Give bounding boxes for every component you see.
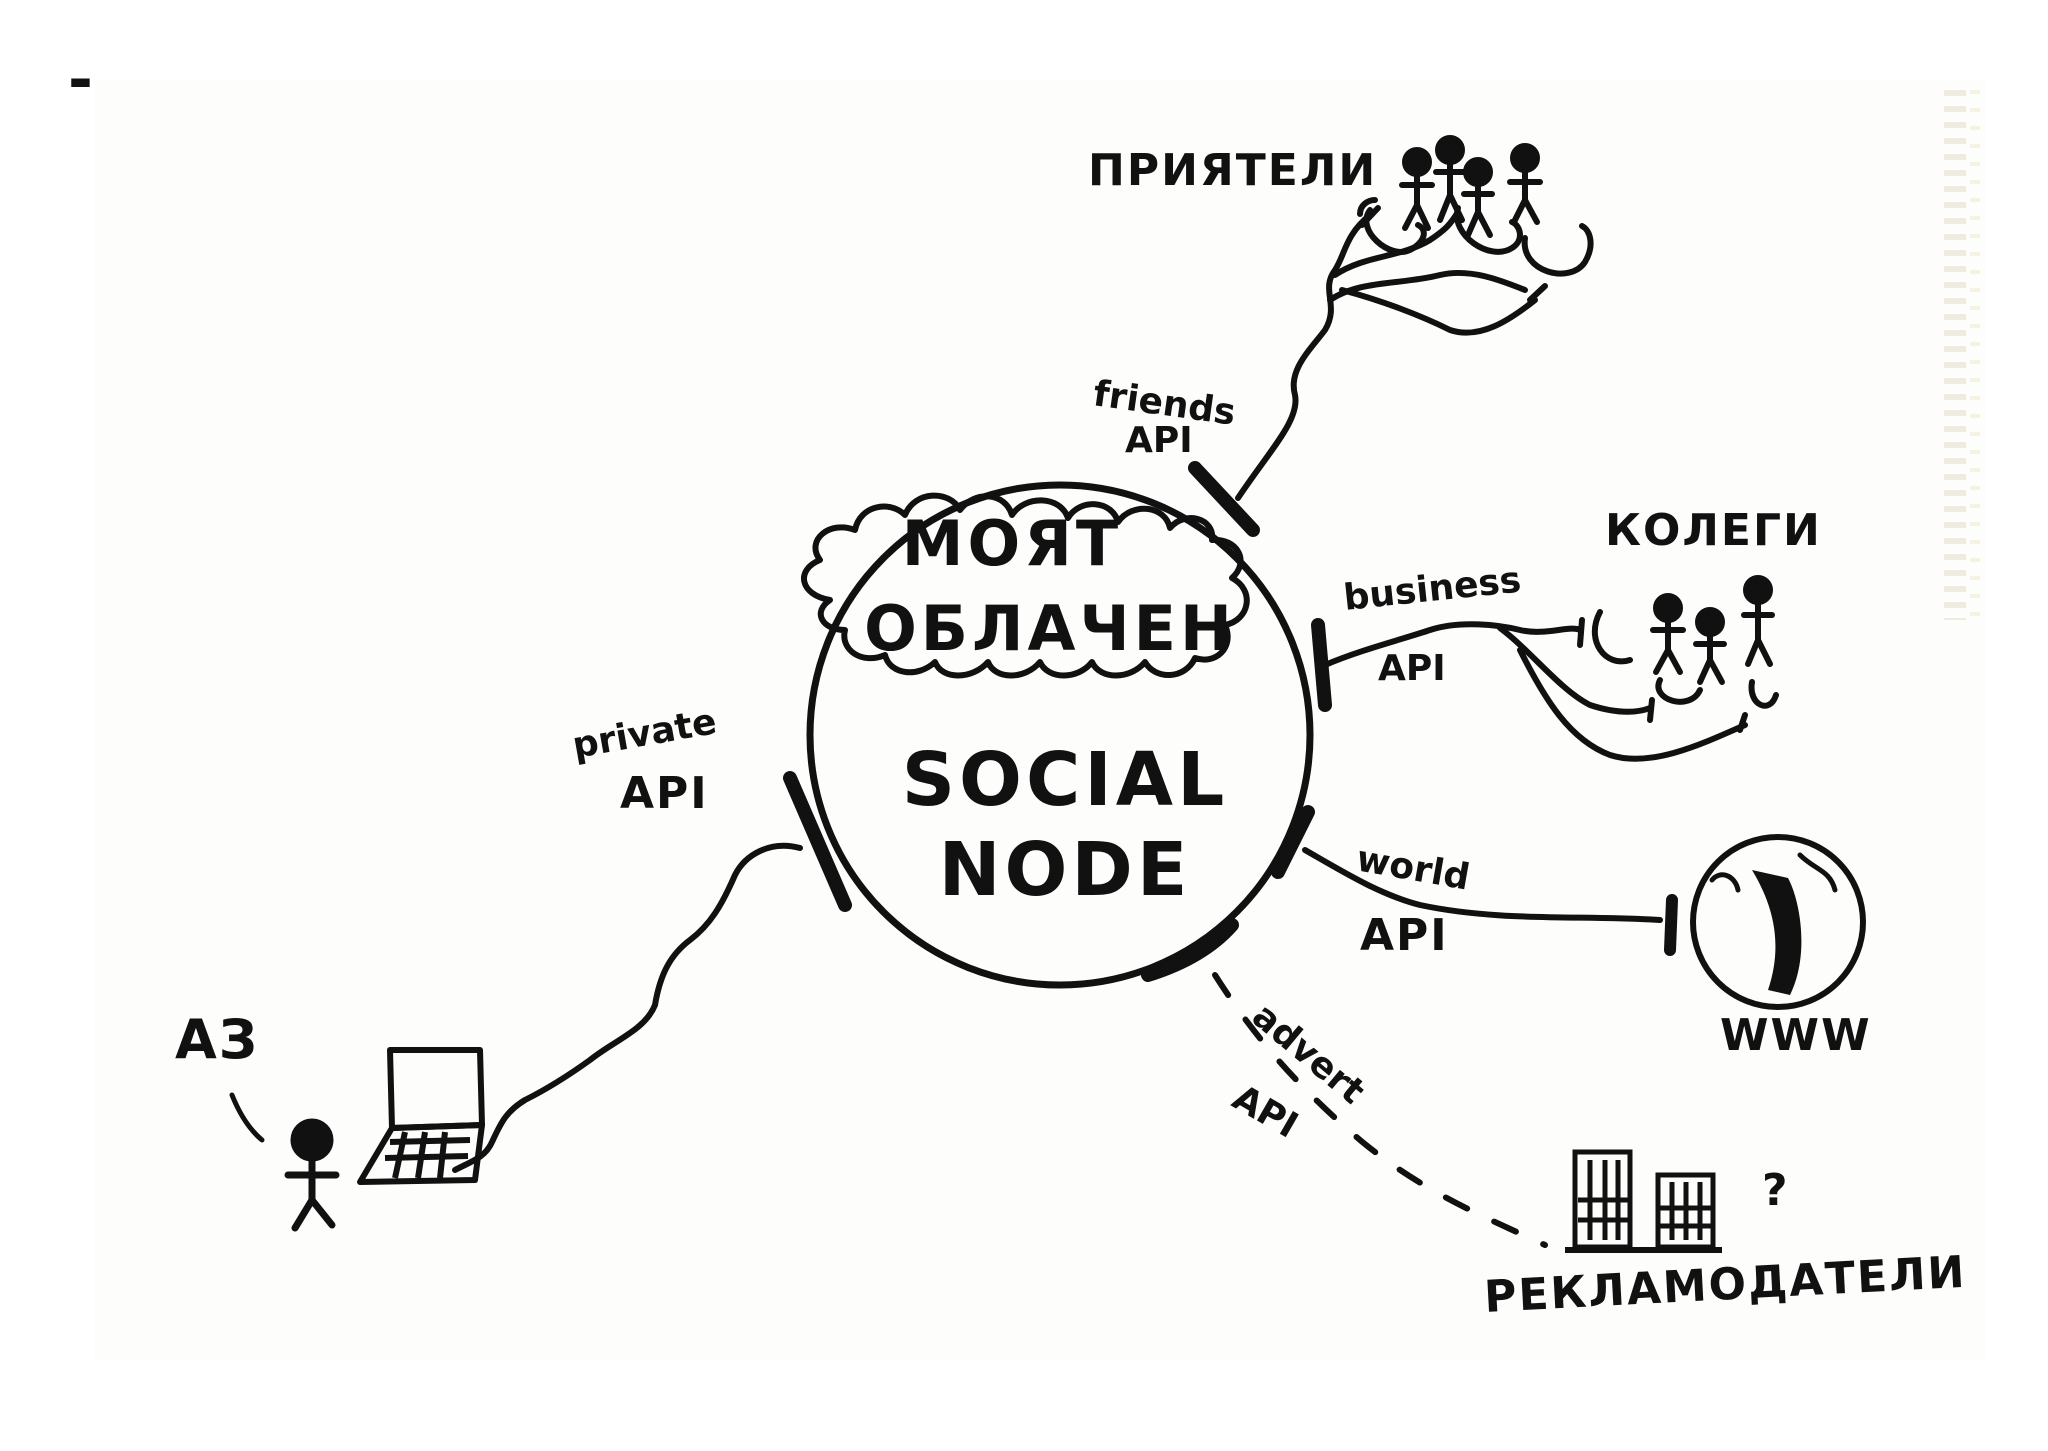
world-branch: world API WWW	[1302, 834, 1872, 1061]
people-icon	[1399, 135, 1543, 238]
world-target-label: WWW	[1720, 1010, 1872, 1061]
friends-link	[1235, 212, 1373, 501]
business-port	[1311, 618, 1332, 712]
node-circle	[806, 481, 1314, 989]
person-icon	[284, 1118, 340, 1232]
advert-question-mark: ?	[1762, 1165, 1790, 1216]
private-link	[452, 842, 803, 1173]
business-link	[1322, 621, 1583, 668]
pointer-tick	[229, 1092, 265, 1143]
corner-mark: -	[68, 45, 93, 115]
socket-icon	[1647, 677, 1703, 723]
private-port	[783, 771, 852, 912]
business-target-label: КОЛЕГИ	[1605, 505, 1822, 556]
cloud-shape	[801, 492, 1250, 679]
api-ports	[783, 461, 1332, 982]
socket-icon	[1737, 679, 1779, 733]
socket-icon	[1521, 223, 1594, 277]
private-api-bottom: API	[620, 768, 709, 819]
socket-icon	[1363, 207, 1427, 255]
friends-target-label: ПРИЯТЕЛИ	[1088, 145, 1377, 196]
world-link	[1302, 847, 1663, 923]
social-node: МОЯТ ОБЛАЧЕН SOCIAL NODE	[801, 481, 1314, 989]
socket-icon	[1577, 609, 1633, 665]
laptop-icon	[357, 1047, 485, 1185]
advert-link	[1212, 972, 1548, 1248]
people-icon	[1650, 575, 1775, 685]
world-port	[1271, 805, 1315, 879]
private-target-label: АЗ	[175, 1008, 259, 1071]
friends-api-bottom: API	[1125, 420, 1193, 461]
advert-port	[1141, 918, 1239, 982]
node-title-line4: NODE	[939, 827, 1192, 913]
socket-icon	[1453, 205, 1523, 255]
node-title-line3: SOCIAL	[902, 737, 1228, 823]
business-api-bottom: API	[1378, 648, 1446, 689]
friends-port	[1188, 461, 1260, 537]
globe-icon	[1690, 834, 1866, 1010]
building-icon	[1565, 1149, 1722, 1253]
node-title-line1: МОЯТ	[902, 507, 1122, 580]
node-title-line2: ОБЛАЧЕН	[864, 592, 1236, 665]
friends-branch: friends API ПРИЯТЕЛИ	[1088, 135, 1594, 501]
world-api-bottom: API	[1360, 910, 1449, 961]
